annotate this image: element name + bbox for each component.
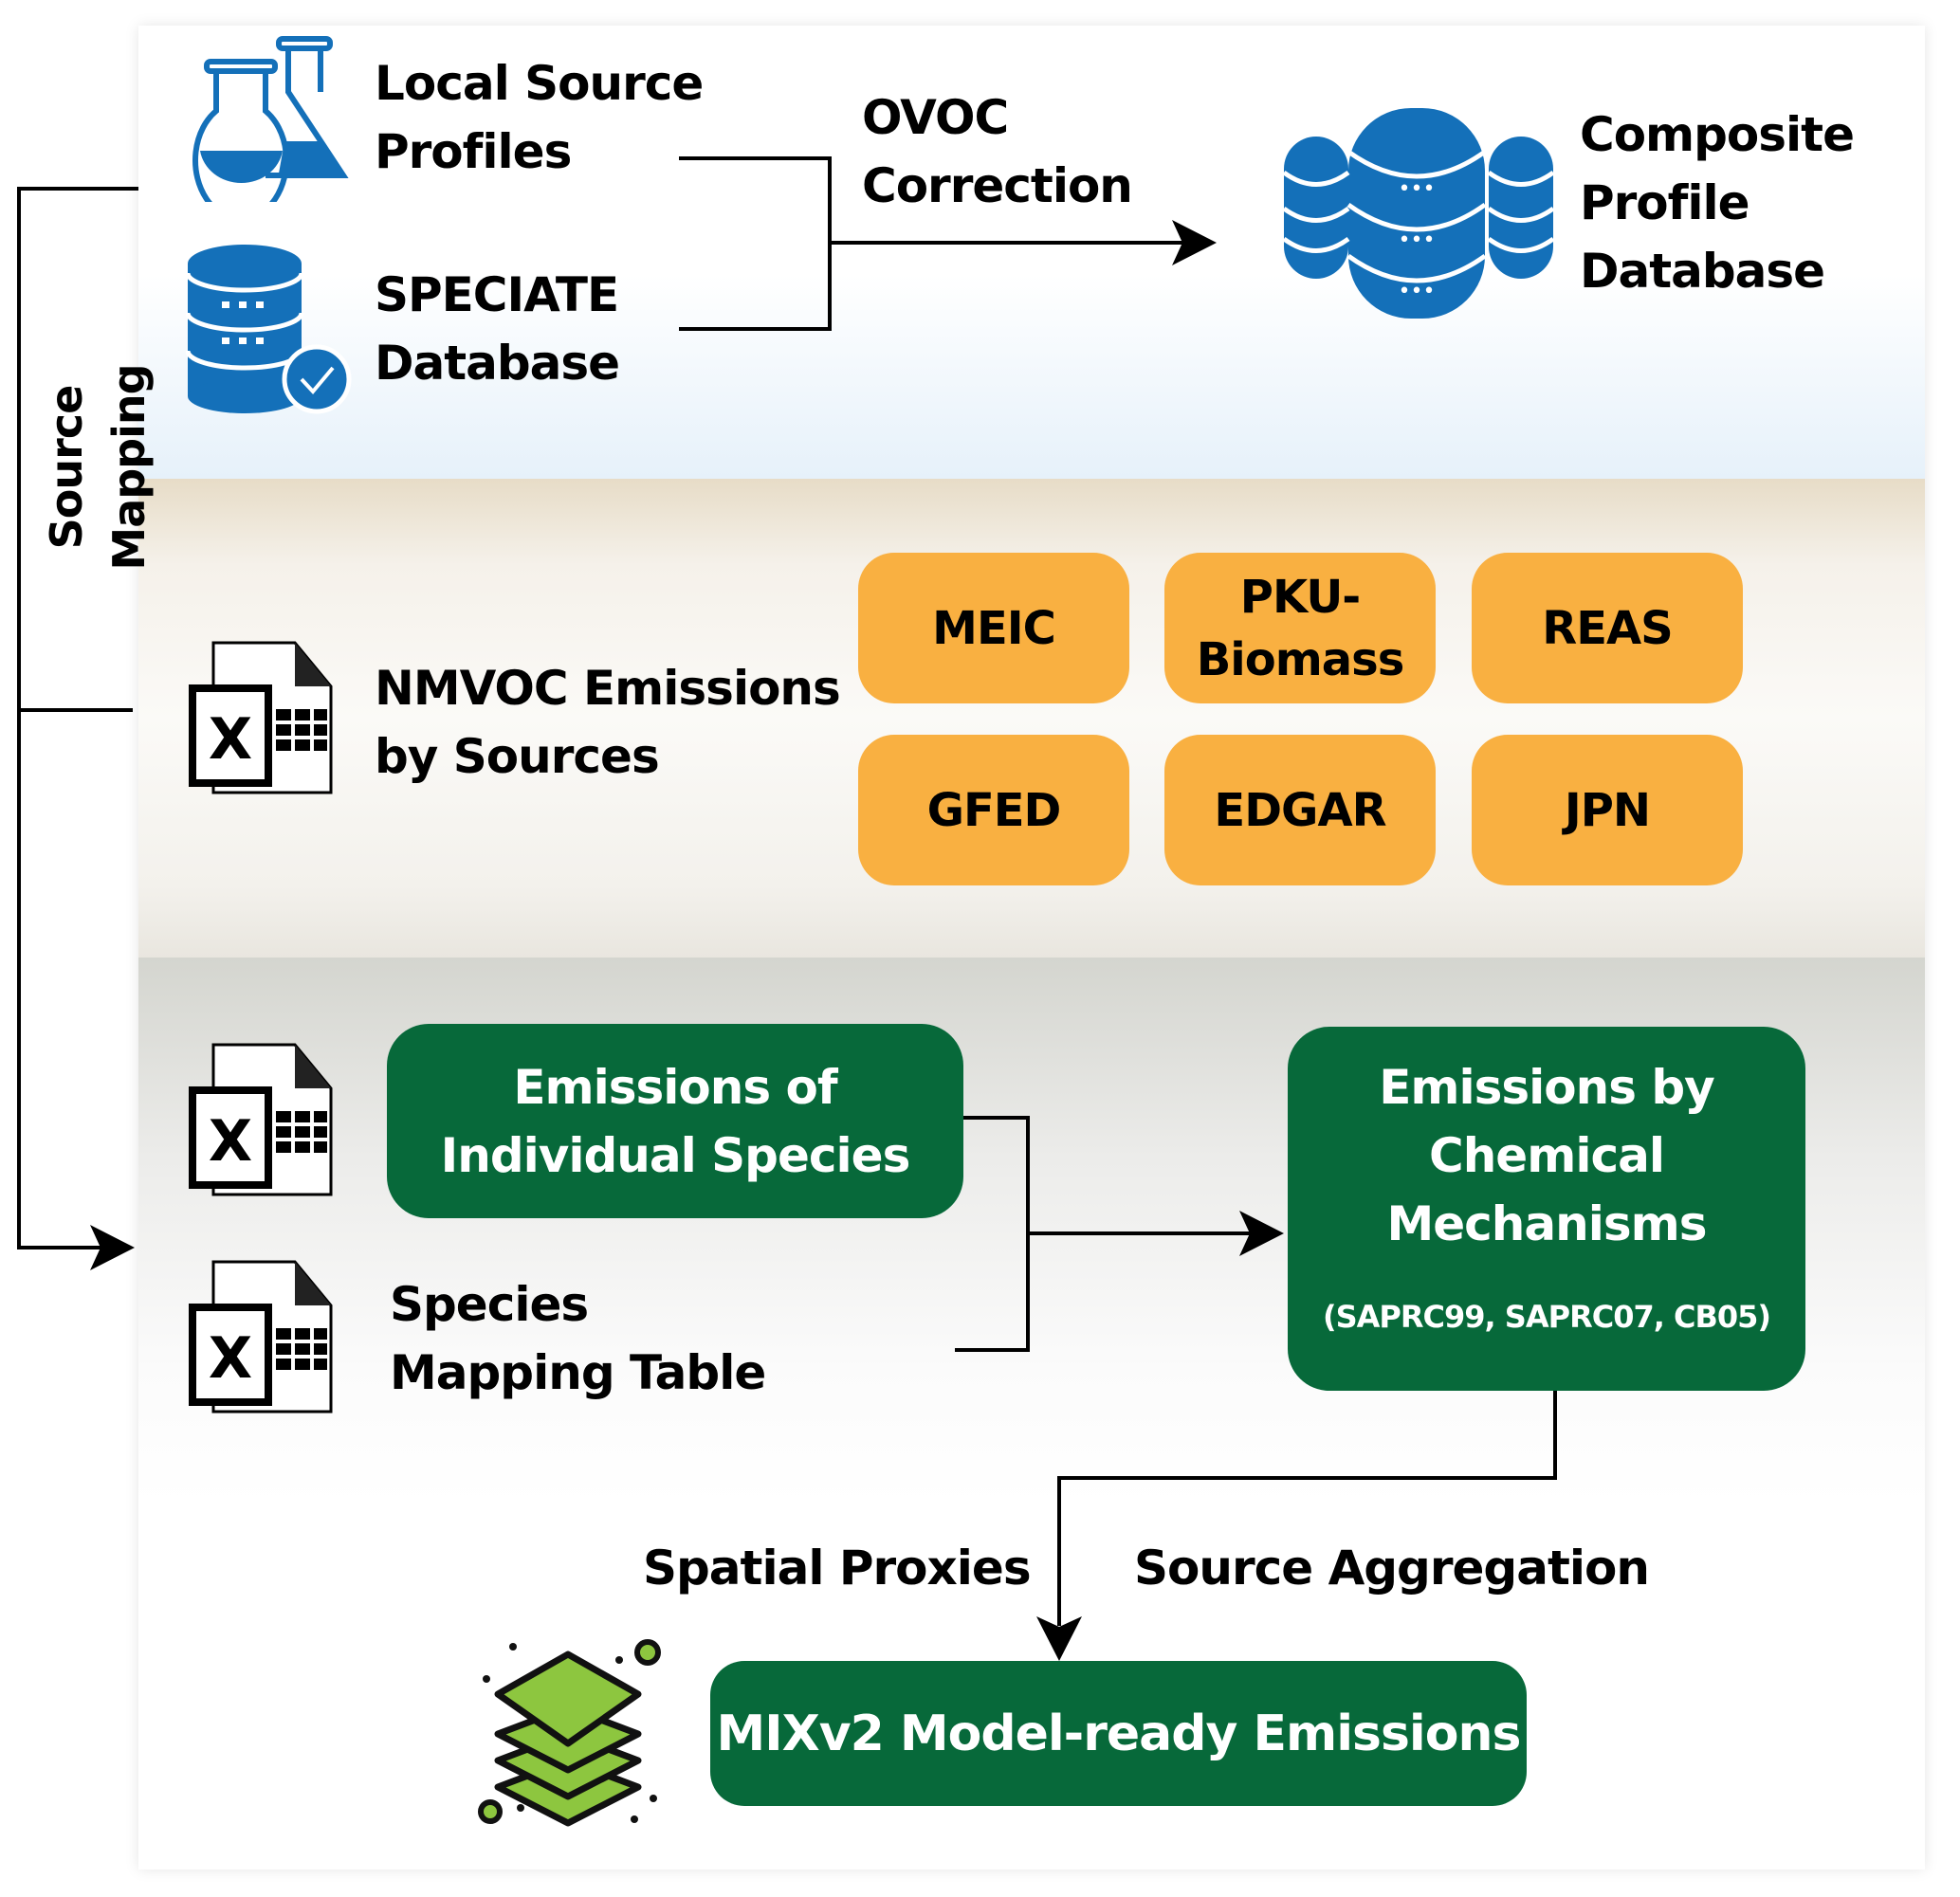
chemical-mechanisms-box: Emissions by Chemical Mechanisms (SAPRC9… bbox=[1288, 1027, 1805, 1391]
speciate-database-label: SPECIATE Database bbox=[375, 267, 620, 391]
chemical-mechanisms-label: Emissions by Chemical Mechanisms bbox=[1379, 1060, 1715, 1251]
species-mapping-table-label: Species Mapping Table bbox=[390, 1277, 766, 1400]
composite-profile-database-label: Composite Profile Database bbox=[1580, 107, 1855, 299]
inventory-gfed: GFED bbox=[858, 735, 1129, 885]
spreadsheet-icon: X bbox=[189, 1043, 333, 1196]
database-check-icon bbox=[186, 245, 352, 414]
inventory-pku-biomass: PKU- Biomass bbox=[1164, 553, 1436, 703]
svg-text:•••: ••• bbox=[1399, 280, 1436, 303]
species-bracket bbox=[955, 1116, 1030, 1352]
flask-icon bbox=[192, 36, 349, 202]
arrowhead-ovoc bbox=[1172, 220, 1217, 265]
individual-species-label: Emissions of Individual Species bbox=[440, 1059, 911, 1183]
ovoc-correction-label: OVOC Correction bbox=[862, 90, 1133, 213]
composite-database-icon: ••• ••• ••• bbox=[1282, 108, 1555, 319]
arrowhead-aggregation bbox=[1036, 1616, 1082, 1661]
spreadsheet-icon: X bbox=[189, 641, 333, 794]
model-ready-emissions-box: MIXv2 Model-ready Emissions bbox=[710, 1661, 1527, 1806]
arrowhead-source-mapping bbox=[90, 1225, 135, 1270]
inventory-edgar: EDGAR bbox=[1164, 735, 1436, 885]
source-aggregation-label: Source Aggregation bbox=[1134, 1541, 1650, 1596]
spreadsheet-icon: X bbox=[189, 1260, 333, 1414]
inventory-jpn: JPN bbox=[1472, 735, 1743, 885]
local-source-profiles-label: Local Source Profiles bbox=[375, 56, 704, 179]
model-ready-emissions-label: MIXv2 Model-ready Emissions bbox=[716, 1705, 1522, 1762]
mechanism-list: (SAPRC99, SAPRC07, CB05) bbox=[1322, 1299, 1771, 1335]
spatial-proxies-label: Spatial Proxies bbox=[643, 1541, 1032, 1596]
nmvoc-emissions-label: NMVOC Emissions by Sources bbox=[375, 661, 841, 784]
svg-text:X: X bbox=[209, 1325, 252, 1392]
svg-text:•••: ••• bbox=[1399, 228, 1436, 252]
aggregation-path bbox=[1057, 1391, 1557, 1626]
inventory-meic: MEIC bbox=[858, 553, 1129, 703]
source-mapping-bracket bbox=[17, 187, 138, 1249]
profile-section bbox=[138, 26, 1925, 479]
inventory-reas: REAS bbox=[1472, 553, 1743, 703]
svg-text:X: X bbox=[209, 1108, 252, 1175]
svg-text:•••: ••• bbox=[1399, 177, 1436, 201]
svg-text:X: X bbox=[209, 706, 252, 773]
individual-species-box: Emissions of Individual Species bbox=[387, 1024, 963, 1218]
source-mapping-label: Source Mapping bbox=[41, 364, 155, 571]
layers-icon bbox=[478, 1639, 661, 1827]
arrowhead-species bbox=[1239, 1211, 1284, 1256]
